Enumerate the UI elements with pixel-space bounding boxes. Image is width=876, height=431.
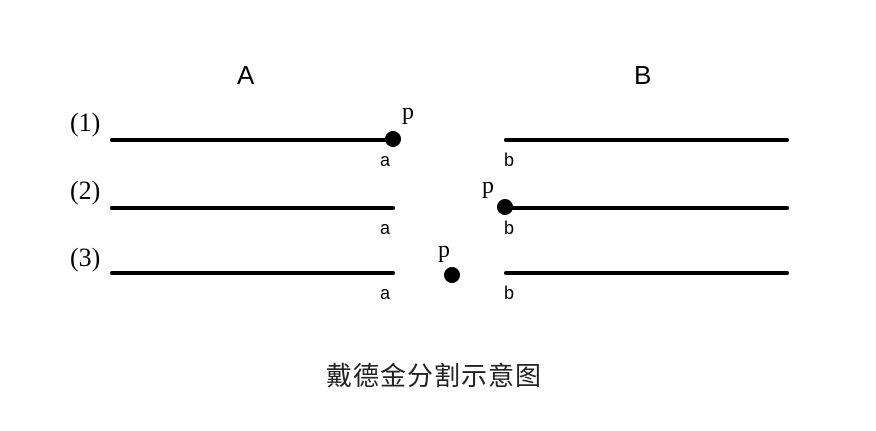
diagram-caption: 戴德金分割示意图 xyxy=(326,362,543,392)
row-3-end-b-label: b xyxy=(504,283,515,303)
row-2-segment-b xyxy=(504,206,789,210)
row-3-segment-a xyxy=(110,271,395,275)
row-2-end-a-label: a xyxy=(380,218,391,238)
row-1-segment-a xyxy=(110,138,393,142)
row-1-segment-b xyxy=(504,138,789,142)
row-1-point-label: p xyxy=(402,99,414,125)
row-2-point-label: p xyxy=(482,173,494,199)
row-2-segment-a xyxy=(110,206,395,210)
row-2-point-p-dot xyxy=(497,199,513,215)
row-2-label: (2) xyxy=(70,176,101,205)
row-1-label: (1) xyxy=(70,108,101,137)
row-1-end-a-label: a xyxy=(380,150,391,170)
row-1-end-b-label: b xyxy=(504,150,515,170)
row-3-label: (3) xyxy=(70,243,101,272)
set-b-label: B xyxy=(634,60,652,90)
row-3-end-a-label: a xyxy=(380,283,391,303)
set-a-label: A xyxy=(237,60,255,90)
row-3-point-label: p xyxy=(438,237,450,263)
row-1-point-p-dot xyxy=(385,131,401,147)
row-2-end-b-label: b xyxy=(504,218,515,238)
row-3-segment-b xyxy=(504,271,789,275)
row-3-point-p-dot xyxy=(444,267,460,283)
